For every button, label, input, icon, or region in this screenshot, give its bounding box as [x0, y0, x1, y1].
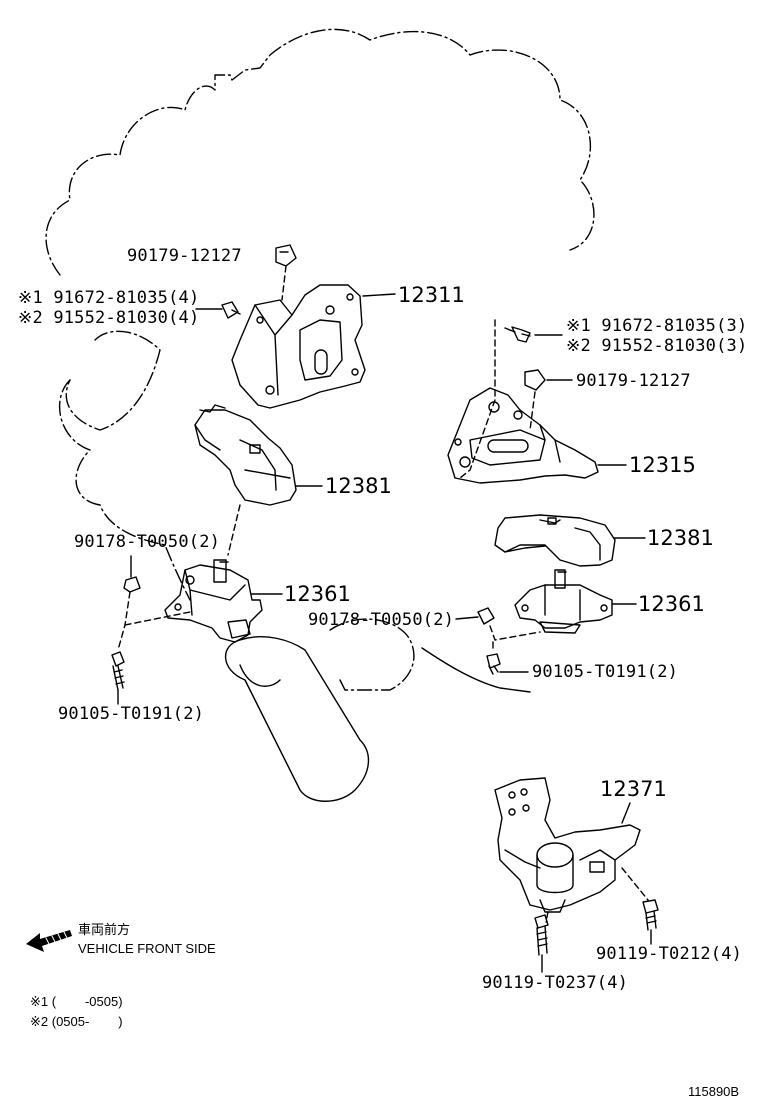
bolt-90105-right: [486, 653, 501, 675]
leader-dash: [545, 911, 549, 923]
label-90179-12127-top: 90179-12127: [127, 246, 242, 266]
label-12381-left: 12381: [325, 474, 392, 498]
engine-side-outline: [58, 379, 191, 601]
label-90119-t0237: 90119-T0237(4): [482, 973, 629, 993]
leader-dash: [459, 319, 496, 479]
nut-90179-top: [275, 244, 297, 267]
leader-curve: [421, 647, 531, 693]
legend-front-en: VEHICLE FRONT SIDE: [78, 941, 216, 956]
figure-id: 115890B: [688, 1084, 740, 1099]
bracket-12311: [231, 284, 366, 409]
bolt-90105-left: [111, 651, 125, 691]
nut-90178-left: [123, 576, 141, 593]
label-90178-left: 90178-T0050(2): [74, 532, 221, 552]
label-bolt-left-1: ※1 91672-81035(4): [18, 288, 200, 308]
insulator-12381-right: [494, 514, 616, 567]
engine-bottom-outline: [329, 618, 415, 691]
bolt-90119-t0237: [534, 914, 549, 956]
label-12361-left: 12361: [284, 582, 351, 606]
mount-12371: [494, 777, 641, 913]
nut-90179-right: [524, 369, 546, 391]
legend-front-jp: 車両前方: [78, 922, 131, 937]
bracket-12315: [447, 387, 599, 484]
legend-note-2: ※2 (0505- ): [30, 1014, 123, 1029]
engine-outline: [45, 28, 595, 276]
leader-dash: [117, 591, 131, 651]
label-12361-right: 12361: [638, 592, 705, 616]
leader-12371: [621, 802, 631, 824]
insulator-12381-left: [194, 404, 297, 506]
label-90178-right: 90178-T0050(2): [308, 610, 455, 630]
leader-90178-right: [455, 616, 479, 620]
label-12311: 12311: [398, 283, 465, 307]
leader-dash: [227, 504, 241, 556]
label-bolt-right-1: ※1 91672-81035(3): [566, 316, 748, 336]
label-12315: 12315: [629, 453, 696, 477]
mount-12361-right: [514, 569, 613, 634]
bolt-left: [221, 301, 241, 319]
legend-note-1: ※1 ( -0505): [30, 994, 123, 1009]
label-90179-12127-right: 90179-12127: [576, 371, 691, 391]
label-bolt-left-2: ※2 91552-81030(4): [18, 308, 200, 328]
label-12381-right: 12381: [647, 526, 714, 550]
label-90105-left: 90105-T0191(2): [58, 704, 205, 724]
bolt-90119-t0212: [642, 899, 659, 931]
leader-dash: [489, 625, 541, 641]
leader-dash: [621, 867, 649, 901]
leader-dash: [281, 265, 287, 301]
label-90105-right: 90105-T0191(2): [532, 662, 679, 682]
label-12371: 12371: [600, 777, 667, 801]
leader-dash: [529, 391, 536, 431]
exhaust-pipe-inner: [239, 664, 281, 687]
leader-dash: [124, 611, 191, 626]
label-bolt-right-2: ※2 91552-81030(3): [566, 336, 748, 356]
mount-12361-left: [164, 559, 263, 643]
label-90119-t0212: 90119-T0212(4): [596, 944, 743, 964]
vehicle-front-arrow-icon: [26, 930, 72, 952]
exhaust-pipe: [224, 636, 370, 802]
engine-lower-outline: [65, 330, 161, 431]
bolt-right: [511, 326, 531, 343]
arrow-hatch: [45, 931, 69, 947]
leader-12311: [362, 293, 396, 297]
nut-90178-right: [477, 607, 495, 625]
